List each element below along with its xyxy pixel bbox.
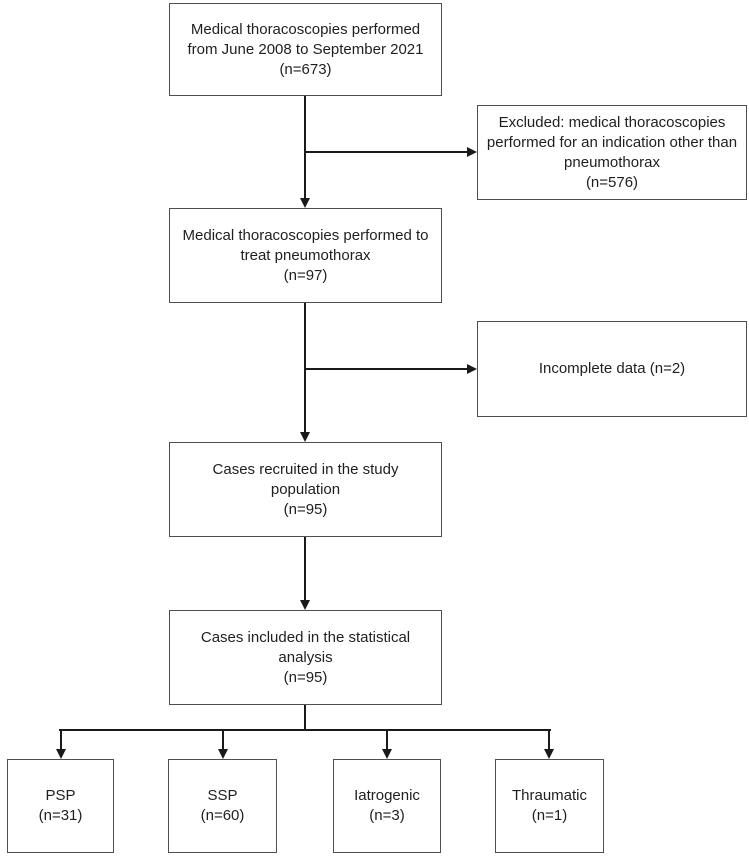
connector-to-thraumatic bbox=[548, 729, 550, 750]
box-pneumothorax-treated-text: Medical thoracoscopies performed to trea… bbox=[182, 226, 429, 284]
box-iatrogenic: Iatrogenic (n=3) bbox=[333, 759, 441, 853]
connector-recruited-to-statistical bbox=[304, 537, 306, 601]
box-recruited: Cases recruited in the study population … bbox=[169, 442, 442, 537]
box-thraumatic-text: Thraumatic (n=1) bbox=[511, 787, 588, 824]
box-excluded: Excluded: medical thoracoscopies perform… bbox=[477, 105, 747, 200]
box-ssp-text: SSP (n=60) bbox=[200, 787, 245, 824]
arrowhead-into-pneumothorax bbox=[300, 198, 310, 208]
box-psp: PSP (n=31) bbox=[7, 759, 114, 853]
arrowhead-into-psp bbox=[56, 749, 66, 759]
box-statistical-analysis: Cases included in the statistical analys… bbox=[169, 610, 442, 705]
connector-total-to-pneumothorax bbox=[304, 96, 306, 199]
connector-to-incomplete bbox=[305, 368, 467, 370]
arrowhead-into-excluded bbox=[467, 147, 477, 157]
box-iatrogenic-text: Iatrogenic (n=3) bbox=[354, 787, 420, 824]
connector-to-excluded bbox=[305, 151, 467, 153]
box-ssp: SSP (n=60) bbox=[168, 759, 277, 853]
arrowhead-into-incomplete bbox=[467, 364, 477, 374]
distributor-line bbox=[59, 729, 551, 731]
box-thraumatic: Thraumatic (n=1) bbox=[495, 759, 604, 853]
box-pneumothorax-treated: Medical thoracoscopies performed to trea… bbox=[169, 208, 442, 303]
connector-to-psp bbox=[60, 729, 62, 750]
box-total-thoracoscopies: Medical thoracoscopies performed from Ju… bbox=[169, 3, 442, 96]
arrowhead-into-ssp bbox=[218, 749, 228, 759]
connector-to-iatrogenic bbox=[386, 729, 388, 750]
box-incomplete-data: Incomplete data (n=2) bbox=[477, 321, 747, 417]
box-total-thoracoscopies-text: Medical thoracoscopies performed from Ju… bbox=[187, 20, 424, 78]
box-incomplete-data-text: Incomplete data (n=2) bbox=[538, 360, 686, 377]
arrowhead-into-statistical bbox=[300, 600, 310, 610]
box-statistical-analysis-text: Cases included in the statistical analys… bbox=[200, 628, 411, 686]
connector-statistical-to-distributor bbox=[304, 705, 306, 731]
arrowhead-into-recruited bbox=[300, 432, 310, 442]
arrowhead-into-iatrogenic bbox=[382, 749, 392, 759]
connector-to-ssp bbox=[222, 729, 224, 750]
arrowhead-into-thraumatic bbox=[544, 749, 554, 759]
box-excluded-text: Excluded: medical thoracoscopies perform… bbox=[486, 113, 738, 191]
box-recruited-text: Cases recruited in the study population … bbox=[212, 460, 399, 518]
box-psp-text: PSP (n=31) bbox=[38, 787, 83, 824]
